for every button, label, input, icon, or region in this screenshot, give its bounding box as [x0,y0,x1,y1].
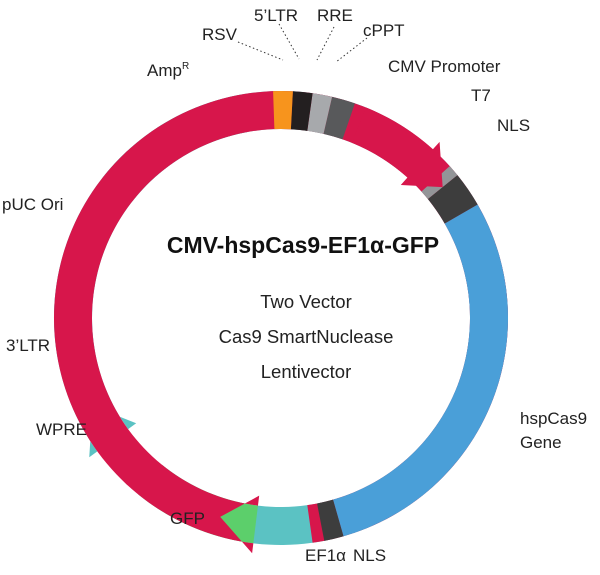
cmv-promoter-segment [351,107,443,188]
description-line-1: Two Vector [260,291,352,312]
rsv-label: RSV [202,25,238,44]
nls-top-label: NLS [497,116,530,135]
ampr-label: AmpR [147,61,189,80]
description-line-3: Lentivector [261,361,352,382]
cmv-promoter-label: CMV Promoter [388,57,501,76]
gfp-label: GFP [170,509,205,528]
3ltr-label: 3’LTR [6,336,50,355]
cppt-segment [323,96,355,140]
ef1a-label: EF1α [305,546,346,565]
description-line-2: Cas9 SmartNuclease [219,326,394,347]
cppt-label: cPPT [363,21,405,40]
rsv-leader [237,41,284,61]
5ltr-segment [290,91,313,131]
cppt-leader [335,37,368,63]
5ltr-leader [278,23,300,60]
nls-bottom-label: NLS [353,546,386,565]
nls-bottom-segment [317,499,344,541]
hspcas9-segment [333,204,509,537]
rsv-segment [273,91,293,130]
rre-label: RRE [317,6,353,25]
puc-ori-label: pUC Ori [2,195,63,214]
rre-leader [316,26,335,61]
hspcas9-label-line2: Gene [520,433,562,452]
5ltr-label: 5’LTR [254,6,298,25]
t7-label: T7 [471,86,491,105]
nls-top-segment [427,175,478,224]
wpre-label: WPRE [36,420,87,439]
hspcas9-label: hspCas9 [520,409,587,428]
rre-segment [307,93,333,134]
plasmid-title: CMV-hspCas9-EF1α-GFP [167,232,439,258]
